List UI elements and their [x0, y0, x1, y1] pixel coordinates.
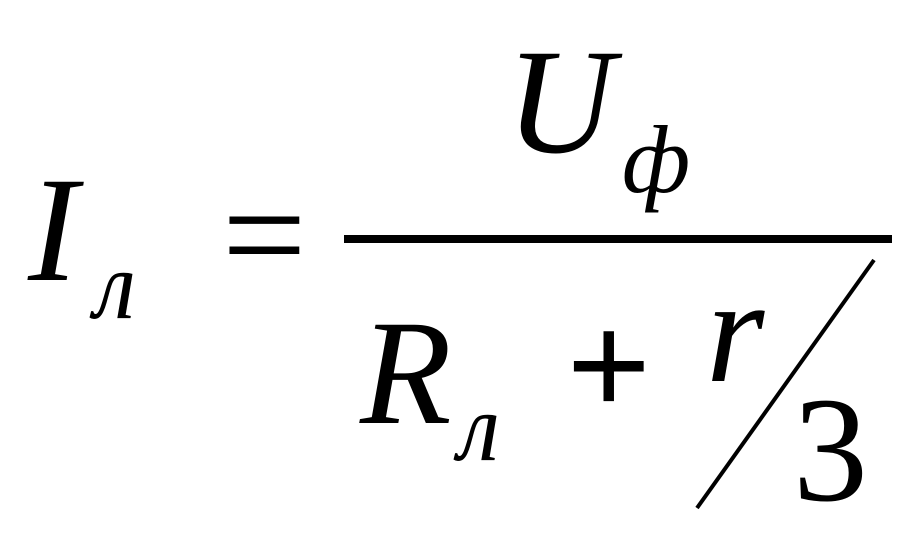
denominator-symbol: R: [359, 290, 452, 456]
equals-sign: =: [222, 152, 307, 318]
denominator-subscript: л: [453, 374, 500, 481]
inner-fraction-denominator: 3: [793, 367, 868, 533]
lhs-subscript: л: [89, 232, 136, 339]
numerator-subscript: ф: [622, 106, 690, 213]
fraction-bar: [344, 235, 892, 243]
lhs-symbol: I: [27, 147, 84, 313]
inner-fraction-slash: [695, 258, 876, 510]
numerator-symbol: U: [506, 19, 623, 185]
inner-fraction-numerator: r: [706, 248, 765, 414]
plus-sign: +: [566, 283, 651, 449]
